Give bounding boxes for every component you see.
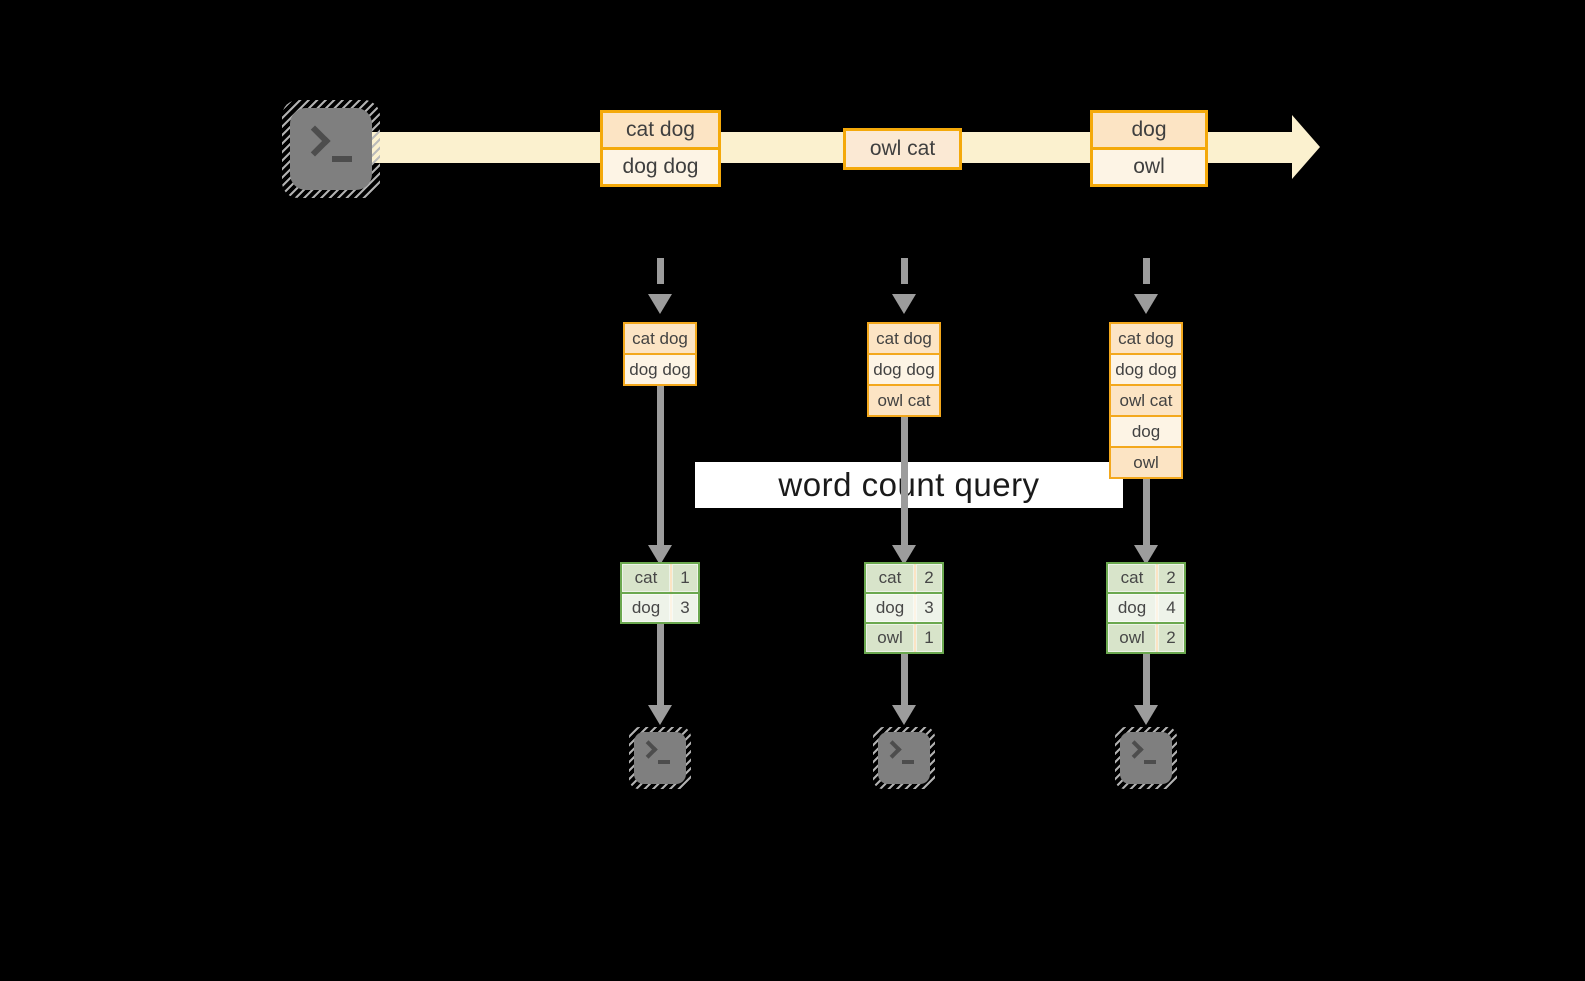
count-cell: 2 [1158, 624, 1184, 652]
prompt-underscore-icon [1144, 760, 1156, 764]
record-row: dog dog [1111, 355, 1181, 384]
record-text: dog [1131, 421, 1161, 441]
prompt-chevron-icon [299, 125, 331, 157]
count-row: dog 3 [866, 594, 942, 622]
record-text: dog dog [629, 359, 691, 379]
record-text: cat dog [1118, 328, 1174, 348]
arrowhead-icon [892, 545, 916, 565]
prompt-underscore-icon [658, 760, 670, 764]
count-row: owl 2 [1108, 624, 1184, 652]
word-cell: dog [622, 594, 670, 622]
count-cell: 3 [672, 594, 698, 622]
count-row: cat 1 [622, 564, 698, 592]
count-row: cat 2 [866, 564, 942, 592]
query-banner-label: word count query [778, 466, 1040, 503]
stream-event-box-2: owl cat [843, 128, 962, 170]
word-cell: dog [1108, 594, 1156, 622]
arrowhead-icon [648, 705, 672, 725]
record-row: owl cat [1111, 386, 1181, 415]
record-row: owl [1111, 448, 1181, 477]
stream-arrowhead-icon [1292, 115, 1320, 179]
record-stack-1: cat dog dog dog [623, 322, 697, 386]
record-text: cat dog [632, 328, 688, 348]
terminal-sink-icon [1115, 727, 1177, 789]
dashed-arrowhead-icon [1134, 294, 1158, 314]
stream-event-record: dog [1093, 113, 1205, 147]
count-cell: 2 [916, 564, 942, 592]
word-count-table-2: cat 2 dog 3 owl 1 [864, 562, 944, 654]
word-cell: cat [622, 564, 670, 592]
stream-event-record: dog dog [603, 150, 718, 184]
terminal-sink-icon [873, 727, 935, 789]
record-row: cat dog [625, 324, 695, 353]
record-stack-3: cat dog dog dog owl cat dog owl [1109, 322, 1183, 479]
record-row: dog dog [869, 355, 939, 384]
record-row: dog dog [625, 355, 695, 384]
table-to-sink-arrow [656, 580, 664, 708]
word-cell: dog [866, 594, 914, 622]
stream-event-text: cat dog [626, 118, 695, 141]
stream-event-record: owl [1093, 150, 1205, 184]
arrowhead-icon [892, 705, 916, 725]
prompt-chevron-icon [1125, 740, 1144, 759]
record-text: dog dog [1115, 359, 1177, 379]
record-row: owl cat [869, 386, 939, 415]
dashed-arrow-line [656, 258, 664, 284]
count-row: owl 1 [866, 624, 942, 652]
record-text: owl cat [877, 390, 931, 410]
terminal-sink-icon [629, 727, 691, 789]
dashed-arrowhead-icon [892, 294, 916, 314]
terminal-body [290, 108, 372, 190]
record-row: cat dog [1111, 324, 1181, 353]
count-cell: 1 [672, 564, 698, 592]
count-row: cat 2 [1108, 564, 1184, 592]
stream-event-record: owl cat [846, 131, 959, 167]
dashed-arrow-line [900, 258, 908, 284]
arrowhead-icon [648, 545, 672, 565]
record-text: owl cat [1119, 390, 1173, 410]
prompt-underscore-icon [332, 156, 352, 162]
stream-event-text: dog [1131, 118, 1167, 141]
count-cell: 4 [1158, 594, 1184, 622]
record-text: owl [1133, 452, 1159, 472]
record-row: cat dog [869, 324, 939, 353]
record-stack-2: cat dog dog dog owl cat [867, 322, 941, 417]
terminal-body [634, 732, 686, 784]
stack-to-table-arrow [900, 340, 908, 548]
stream-event-box-3: dog owl [1090, 110, 1208, 187]
stack-to-table-arrow [656, 340, 664, 548]
prompt-underscore-icon [902, 760, 914, 764]
stream-event-box-1: cat dog dog dog [600, 110, 721, 187]
arrowhead-icon [1134, 545, 1158, 565]
word-cell: cat [1108, 564, 1156, 592]
word-cell: owl [866, 624, 914, 652]
arrowhead-icon [1134, 705, 1158, 725]
word-cell: owl [1108, 624, 1156, 652]
word-count-table-3: cat 2 dog 4 owl 2 [1106, 562, 1186, 654]
terminal-body [1120, 732, 1172, 784]
dashed-arrowhead-icon [648, 294, 672, 314]
prompt-chevron-icon [639, 740, 658, 759]
word-count-table-1: cat 1 dog 3 [620, 562, 700, 624]
stream-event-record: cat dog [603, 113, 718, 147]
count-cell: 1 [916, 624, 942, 652]
record-row: dog [1111, 417, 1181, 446]
stream-event-text: owl cat [869, 137, 936, 160]
count-row: dog 3 [622, 594, 698, 622]
terminal-source-icon [282, 100, 380, 198]
word-cell: cat [866, 564, 914, 592]
record-text: dog dog [873, 359, 935, 379]
prompt-chevron-icon [883, 740, 902, 759]
terminal-body [878, 732, 930, 784]
record-text: cat dog [876, 328, 932, 348]
count-cell: 3 [916, 594, 942, 622]
count-cell: 2 [1158, 564, 1184, 592]
count-row: dog 4 [1108, 594, 1184, 622]
stream-event-text: dog dog [622, 155, 699, 178]
stream-event-text: owl [1133, 155, 1165, 178]
query-banner: word count query [695, 462, 1123, 508]
dashed-arrow-line [1142, 258, 1150, 284]
